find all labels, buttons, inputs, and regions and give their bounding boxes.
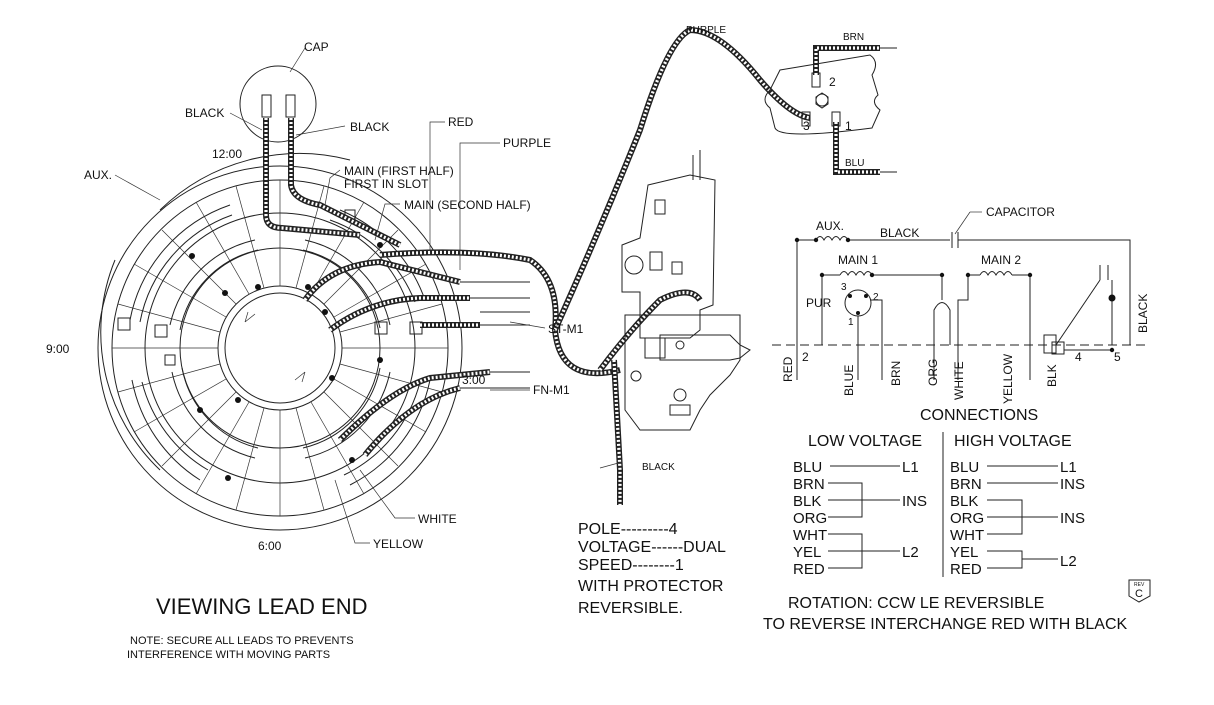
spec-voltage: VOLTAGE------DUAL — [578, 539, 726, 556]
high-voltage-table: BLU BRN BLK ORG WHT YEL RED L1 INS INS L… — [950, 459, 1085, 578]
low-blu: BLU — [793, 459, 822, 476]
note-line-2: INTERFERENCE WITH MOVING PARTS — [127, 649, 330, 661]
sch-node-3: 3 — [841, 282, 847, 293]
black-right-label: BLACK — [350, 120, 389, 134]
protector-bracket — [621, 150, 751, 431]
clock-12-label: 12:00 — [212, 147, 242, 161]
board-terminal-2: 2 — [829, 75, 836, 89]
main-second-label: MAIN (SECOND HALF) — [404, 198, 531, 212]
low-red: RED — [793, 561, 825, 578]
sch-capacitor: CAPACITOR — [986, 205, 1055, 219]
sch-term-4: 4 — [1075, 350, 1082, 364]
terminal-board — [764, 45, 897, 175]
high-out-ins-1: INS — [1060, 476, 1085, 493]
sch-aux: AUX. — [816, 219, 844, 233]
board-brn-label: BRN — [843, 32, 864, 43]
connections-title: CONNECTIONS — [920, 407, 1038, 424]
spec-pole: POLE---------4 — [578, 521, 678, 538]
note-line-1: NOTE: SECURE ALL LEADS TO PREVENTS — [130, 635, 354, 647]
spec-speed: SPEED--------1 — [578, 557, 684, 574]
purple-label: PURPLE — [503, 136, 551, 150]
sch-main2: MAIN 2 — [981, 253, 1021, 267]
sch-lead-labels: RED BLUE BRN ORG WHITE YELLOW BLK — [781, 353, 1059, 404]
viewing-lead-end-title: VIEWING LEAD END — [156, 594, 367, 619]
sch-node-1: 1 — [848, 317, 854, 328]
low-out-ins: INS — [902, 493, 927, 510]
yellow-label: YELLOW — [373, 537, 424, 551]
board-blu-label: BLU — [845, 158, 864, 169]
main-first-label: MAIN (FIRST HALF) — [344, 164, 454, 178]
schematic — [772, 211, 1150, 380]
sch-black: BLACK — [880, 226, 919, 240]
aux-label: AUX. — [84, 168, 112, 182]
sch-pur: PUR — [806, 296, 832, 310]
low-voltage-title: LOW VOLTAGE — [808, 433, 922, 450]
high-blk: BLK — [950, 493, 978, 510]
rev-value: C — [1135, 588, 1143, 600]
rev-badge-icon: REV C — [1128, 579, 1151, 603]
rotation-line-2: TO REVERSE INTERCHANGE RED WITH BLACK — [763, 616, 1128, 633]
board-purple-label: PURPLE — [686, 25, 726, 36]
rotation-line-1: ROTATION: CCW LE REVERSIBLE — [788, 595, 1044, 612]
clock-9-label: 9:00 — [46, 342, 70, 356]
fn-m1-label: FN-M1 — [533, 383, 570, 397]
high-red: RED — [950, 561, 982, 578]
sch-black-right: BLACK — [1136, 294, 1150, 333]
lead-yellow: YELLOW — [1001, 353, 1015, 404]
clock-3-label: 3:00 — [462, 373, 486, 387]
clock-6-label: 6:00 — [258, 539, 282, 553]
sch-term-5: 5 — [1114, 350, 1121, 364]
sch-main1: MAIN 1 — [838, 253, 878, 267]
cap-label: CAP — [304, 40, 329, 54]
high-wht: WHT — [950, 527, 984, 544]
high-blu: BLU — [950, 459, 979, 476]
high-out-ins-2: INS — [1060, 510, 1085, 527]
high-out-l2: L2 — [1060, 553, 1077, 570]
high-org: ORG — [950, 510, 984, 527]
lead-white: WHITE — [952, 361, 966, 400]
board-black-label: BLACK — [642, 462, 675, 473]
first-in-slot-label: FIRST IN SLOT — [344, 177, 429, 191]
low-out-l1: L1 — [902, 459, 919, 476]
low-wht: WHT — [793, 527, 827, 544]
motor-lead-cables — [263, 26, 811, 505]
high-brn: BRN — [950, 476, 982, 493]
low-out-l2: L2 — [902, 544, 919, 561]
lead-brn: BRN — [889, 361, 903, 386]
board-terminal-1: 1 — [845, 119, 852, 133]
board-terminal-3: 3 — [803, 119, 810, 133]
black-left-label: BLACK — [185, 106, 224, 120]
rev-label: REV — [1134, 582, 1145, 588]
low-yel: YEL — [793, 544, 821, 561]
motor-leaders — [114, 47, 623, 544]
spec-protector: WITH PROTECTOR — [578, 578, 723, 595]
white-label: WHITE — [418, 512, 457, 526]
low-org: ORG — [793, 510, 827, 527]
capacitor-can — [239, 65, 317, 143]
high-out-l1: L1 — [1060, 459, 1077, 476]
st-m1-label: ST-M1 — [548, 322, 584, 336]
spec-reversible: REVERSIBLE. — [578, 600, 683, 617]
sch-node-2: 2 — [873, 292, 879, 303]
low-brn: BRN — [793, 476, 825, 493]
lead-blue: BLUE — [842, 365, 856, 396]
high-voltage-title: HIGH VOLTAGE — [954, 433, 1072, 450]
low-voltage-table: BLU BRN BLK ORG WHT YEL RED L1 INS L2 — [793, 459, 927, 578]
low-blk: BLK — [793, 493, 821, 510]
high-yel: YEL — [950, 544, 978, 561]
lead-org: ORG — [926, 359, 940, 386]
red-label: RED — [448, 115, 474, 129]
lead-blk: BLK — [1045, 364, 1059, 387]
lead-red: RED — [781, 356, 795, 382]
sch-term-2: 2 — [802, 350, 809, 364]
